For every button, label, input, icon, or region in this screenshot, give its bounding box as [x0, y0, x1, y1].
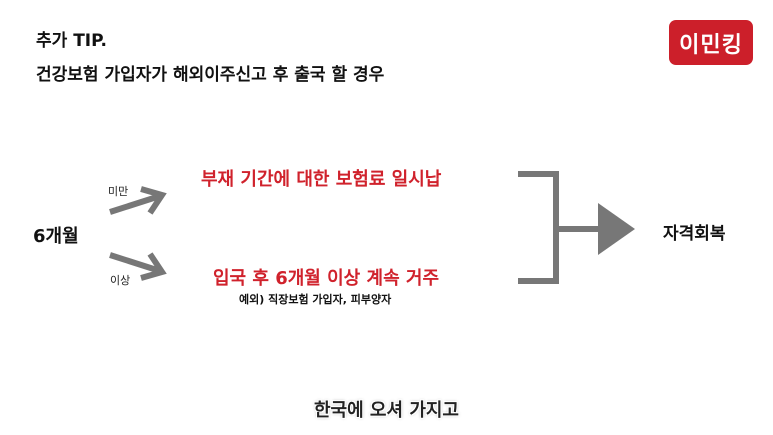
result-qualification-restored: 자격회복 — [663, 224, 726, 244]
bracket-connector — [518, 171, 606, 284]
arrow-down-right-icon — [109, 252, 167, 281]
video-subtitle: 한국에 오셔 가지고 — [313, 400, 459, 421]
arrow-up-right-icon — [109, 186, 167, 215]
under-six-months-label: 미만 — [108, 185, 129, 198]
logo-badge: 이민킹 — [669, 20, 753, 65]
title-line-2: 건강보험 가입자가 해외이주신고 후 출국 할 경우 — [36, 65, 385, 85]
over-six-months-label: 이상 — [110, 274, 131, 287]
title-line-1: 추가 TIP. — [36, 31, 107, 51]
option-continuous-residence: 입국 후 6개월 이상 계속 거주 — [213, 268, 440, 289]
six-months-label: 6개월 — [33, 226, 79, 247]
option-exception-note: 예외) 직장보험 가입자, 피부양자 — [239, 293, 392, 306]
option-lump-sum-payment: 부재 기간에 대한 보험료 일시납 — [201, 169, 442, 190]
arrow-right-icon — [598, 203, 635, 255]
